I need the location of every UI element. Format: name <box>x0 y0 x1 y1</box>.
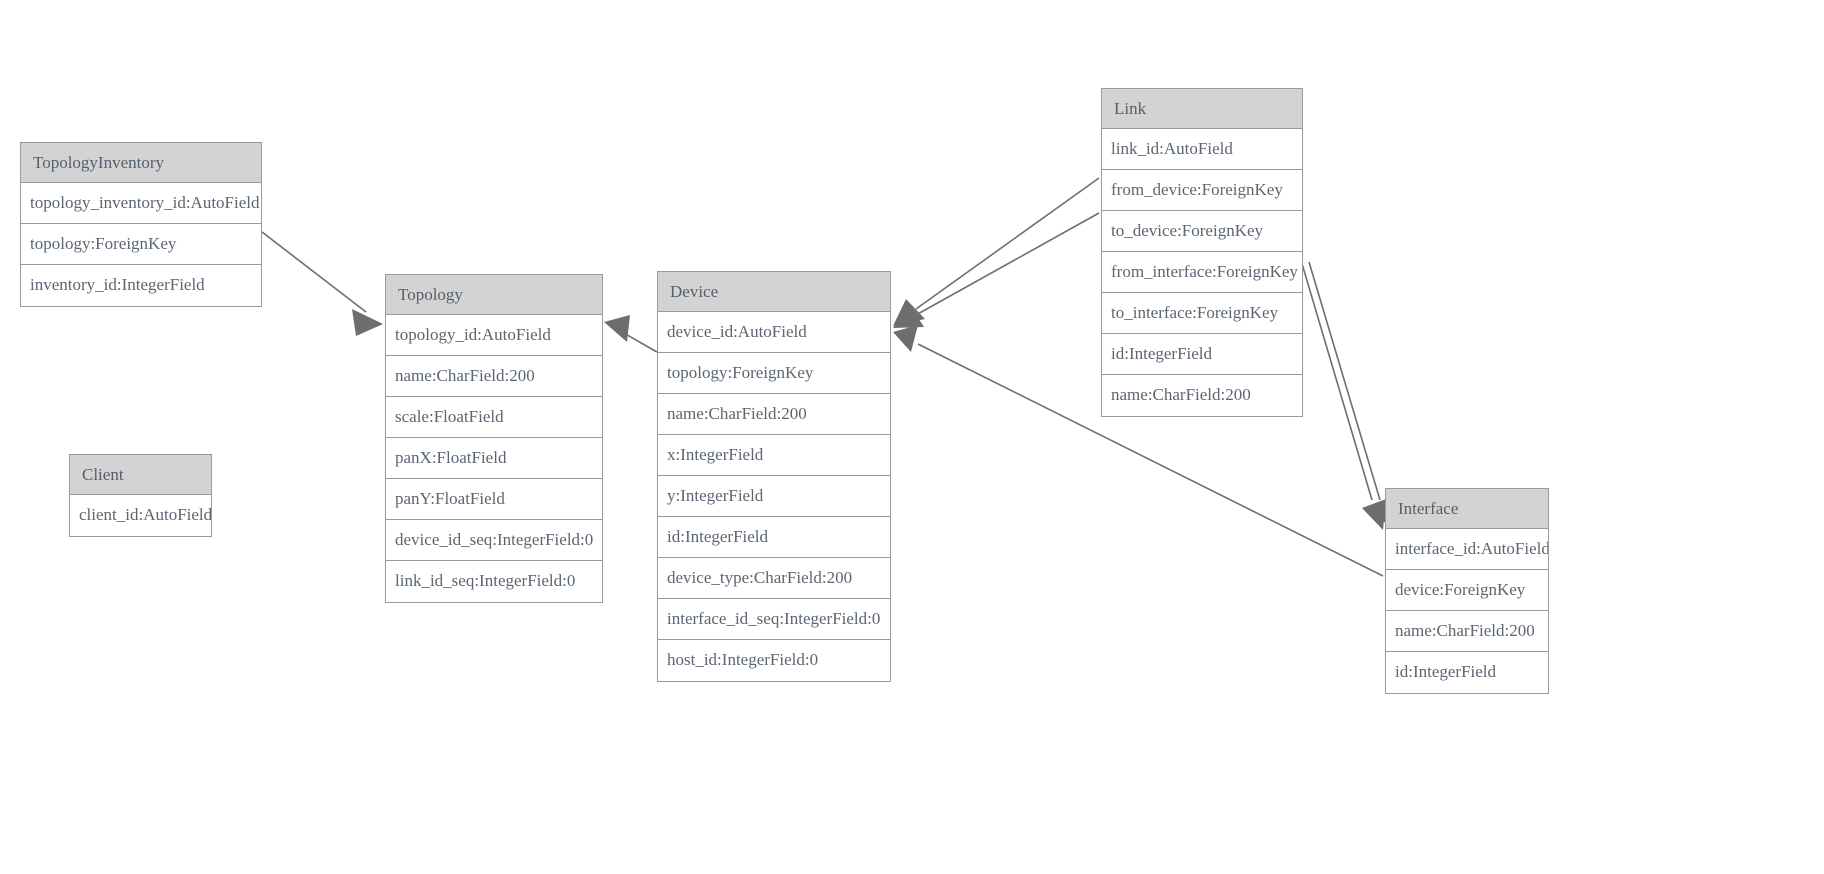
entity-field: interface_id_seq:IntegerField:0 <box>658 599 890 640</box>
entity-field: device_id_seq:IntegerField:0 <box>386 520 602 561</box>
entity-field: to_interface:ForeignKey <box>1102 293 1302 334</box>
entity-field: link_id:AutoField <box>1102 129 1302 170</box>
entity-title-topology: Topology <box>386 275 602 315</box>
edge-topologyinventory-to-topology <box>261 231 383 336</box>
entity-field: name:CharField:200 <box>386 356 602 397</box>
entity-title-device: Device <box>658 272 890 312</box>
entity-field: to_device:ForeignKey <box>1102 211 1302 252</box>
entity-field: panY:FloatField <box>386 479 602 520</box>
edge-link-from-device-to-device <box>893 177 1100 326</box>
entity-title-link: Link <box>1102 89 1302 129</box>
entity-field: topology:ForeignKey <box>658 353 890 394</box>
entity-field: x:IntegerField <box>658 435 890 476</box>
entity-field: id:IntegerField <box>658 517 890 558</box>
entity-client[interactable]: Client client_id:AutoField <box>69 454 212 537</box>
entity-field: device:ForeignKey <box>1386 570 1548 611</box>
entity-field: panX:FloatField <box>386 438 602 479</box>
entity-field: from_interface:ForeignKey <box>1102 252 1302 293</box>
entity-field: link_id_seq:IntegerField:0 <box>386 561 602 602</box>
entity-field: client_id:AutoField <box>70 495 211 536</box>
entity-field: interface_id:AutoField <box>1386 529 1548 570</box>
entity-device[interactable]: Device device_id:AutoField topology:Fore… <box>657 271 891 682</box>
edge-link-to-device-to-device <box>893 212 1100 328</box>
entity-title-interface: Interface <box>1386 489 1548 529</box>
entity-link[interactable]: Link link_id:AutoField from_device:Forei… <box>1101 88 1303 417</box>
entity-field: host_id:IntegerField:0 <box>658 640 890 681</box>
entity-field: topology_id:AutoField <box>386 315 602 356</box>
entity-interface[interactable]: Interface interface_id:AutoField device:… <box>1385 488 1549 694</box>
entity-field: id:IntegerField <box>1102 334 1302 375</box>
entity-title-client: Client <box>70 455 211 495</box>
entity-topology[interactable]: Topology topology_id:AutoField name:Char… <box>385 274 603 603</box>
entity-topology-inventory[interactable]: TopologyInventory topology_inventory_id:… <box>20 142 262 307</box>
entity-field: topology_inventory_id:AutoField <box>21 183 261 224</box>
entity-field: inventory_id:IntegerField <box>21 265 261 306</box>
entity-field: device_id:AutoField <box>658 312 890 353</box>
entity-field: from_device:ForeignKey <box>1102 170 1302 211</box>
entity-title-topology-inventory: TopologyInventory <box>21 143 261 183</box>
edge-device-to-topology <box>604 315 658 353</box>
entity-field: name:CharField:200 <box>1386 611 1548 652</box>
entity-field: name:CharField:200 <box>1102 375 1302 416</box>
edge-link-from-interface-to-interface <box>1299 256 1386 530</box>
entity-field: topology:ForeignKey <box>21 224 261 265</box>
entity-field: name:CharField:200 <box>658 394 890 435</box>
entity-field: device_type:CharField:200 <box>658 558 890 599</box>
entity-field: id:IntegerField <box>1386 652 1548 693</box>
edge-link-to-interface-to-interface <box>1308 261 1393 528</box>
entity-field: scale:FloatField <box>386 397 602 438</box>
entity-field: y:IntegerField <box>658 476 890 517</box>
